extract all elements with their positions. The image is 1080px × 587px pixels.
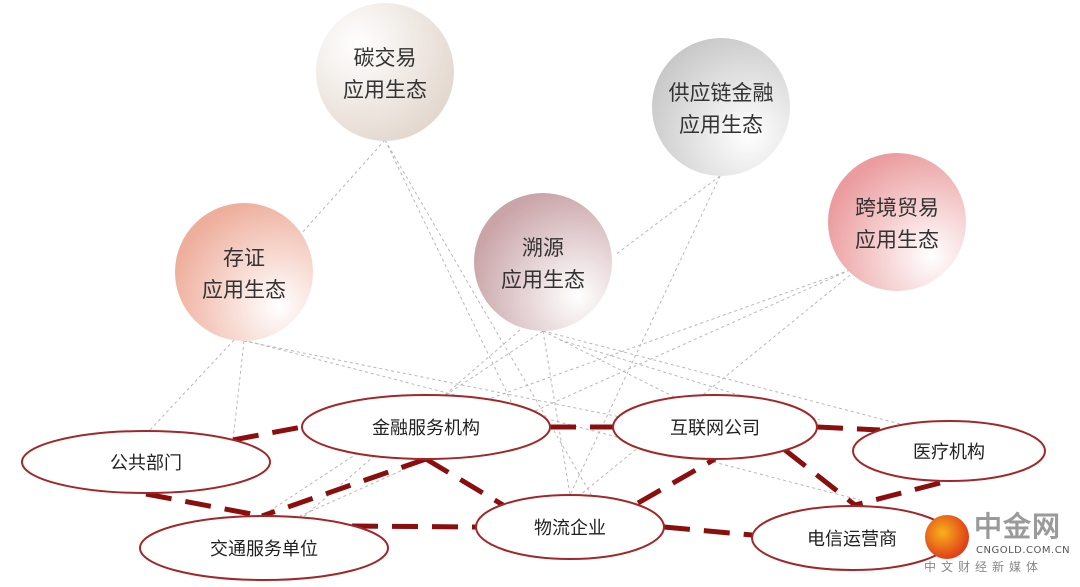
ecosystem-name: 碳交易 bbox=[354, 46, 417, 70]
dotted-link bbox=[299, 269, 851, 517]
logo-tagline: 中文财经新媒体 bbox=[924, 560, 1044, 574]
partner-link bbox=[351, 523, 477, 530]
dotted-link bbox=[384, 139, 521, 421]
dotted-link bbox=[242, 339, 861, 501]
ecosystem-suffix: 应用生态 bbox=[343, 78, 427, 102]
logo-domain: CNGOLD.COM.CN bbox=[976, 545, 1071, 556]
logo-mark-icon bbox=[925, 515, 969, 559]
dotted-link bbox=[232, 340, 245, 441]
partner-link bbox=[232, 424, 303, 443]
dotted-link bbox=[429, 269, 851, 421]
participant-node: 医疗机构 bbox=[852, 420, 1046, 482]
dotted-link bbox=[243, 340, 661, 426]
ecosystem-name: 跨境贸易 bbox=[855, 196, 939, 220]
participant-node: 交通服务单位 bbox=[139, 515, 389, 581]
partner-link bbox=[854, 480, 941, 508]
dotted-link bbox=[299, 139, 386, 236]
partner-link bbox=[424, 456, 505, 508]
dotted-link bbox=[579, 274, 851, 496]
partner-link bbox=[783, 448, 857, 507]
participant-label: 互联网公司 bbox=[670, 418, 760, 439]
ecosystem-suffix: 应用生态 bbox=[202, 278, 286, 302]
partner-link bbox=[663, 524, 753, 538]
partner-link bbox=[816, 424, 881, 433]
dotted-link bbox=[542, 330, 571, 496]
partner-links bbox=[145, 424, 941, 538]
participant-node: 金融服务机构 bbox=[301, 394, 551, 460]
participant-label: 公共部门 bbox=[110, 453, 182, 474]
participant-label: 电信运营商 bbox=[807, 529, 897, 550]
dotted-link bbox=[542, 330, 1001, 451]
logo-name: 中金网 bbox=[974, 510, 1062, 543]
dotted-link bbox=[614, 175, 721, 256]
dotted-link bbox=[384, 139, 601, 511]
ecosystem-name: 存证 bbox=[223, 246, 265, 270]
participant-label: 物流企业 bbox=[534, 518, 606, 539]
participant-node: 公共部门 bbox=[21, 430, 271, 494]
participant-label: 交通服务单位 bbox=[210, 539, 318, 560]
dotted-link bbox=[149, 339, 235, 431]
participant-node: 电信运营商 bbox=[751, 505, 953, 571]
dotted-link bbox=[569, 175, 721, 496]
partner-link bbox=[636, 456, 717, 506]
participant-node: 物流企业 bbox=[475, 494, 665, 560]
ecosystem-name: 供应链金融 bbox=[669, 81, 774, 105]
participant-label: 医疗机构 bbox=[913, 442, 985, 463]
partner-link bbox=[145, 491, 263, 519]
participant-node: 互联网公司 bbox=[612, 394, 818, 460]
ecosystem-suffix: 应用生态 bbox=[855, 228, 939, 252]
participant-label: 金融服务机构 bbox=[372, 418, 480, 439]
partner-link bbox=[261, 456, 427, 519]
cngold-logo: 中金网 CNGOLD.COM.CN 中文财经新媒体 bbox=[922, 512, 1080, 584]
ecosystem-name: 溯源 bbox=[522, 236, 564, 260]
ecosystem-suffix: 应用生态 bbox=[679, 113, 763, 137]
ecosystem-suffix: 应用生态 bbox=[501, 268, 585, 292]
